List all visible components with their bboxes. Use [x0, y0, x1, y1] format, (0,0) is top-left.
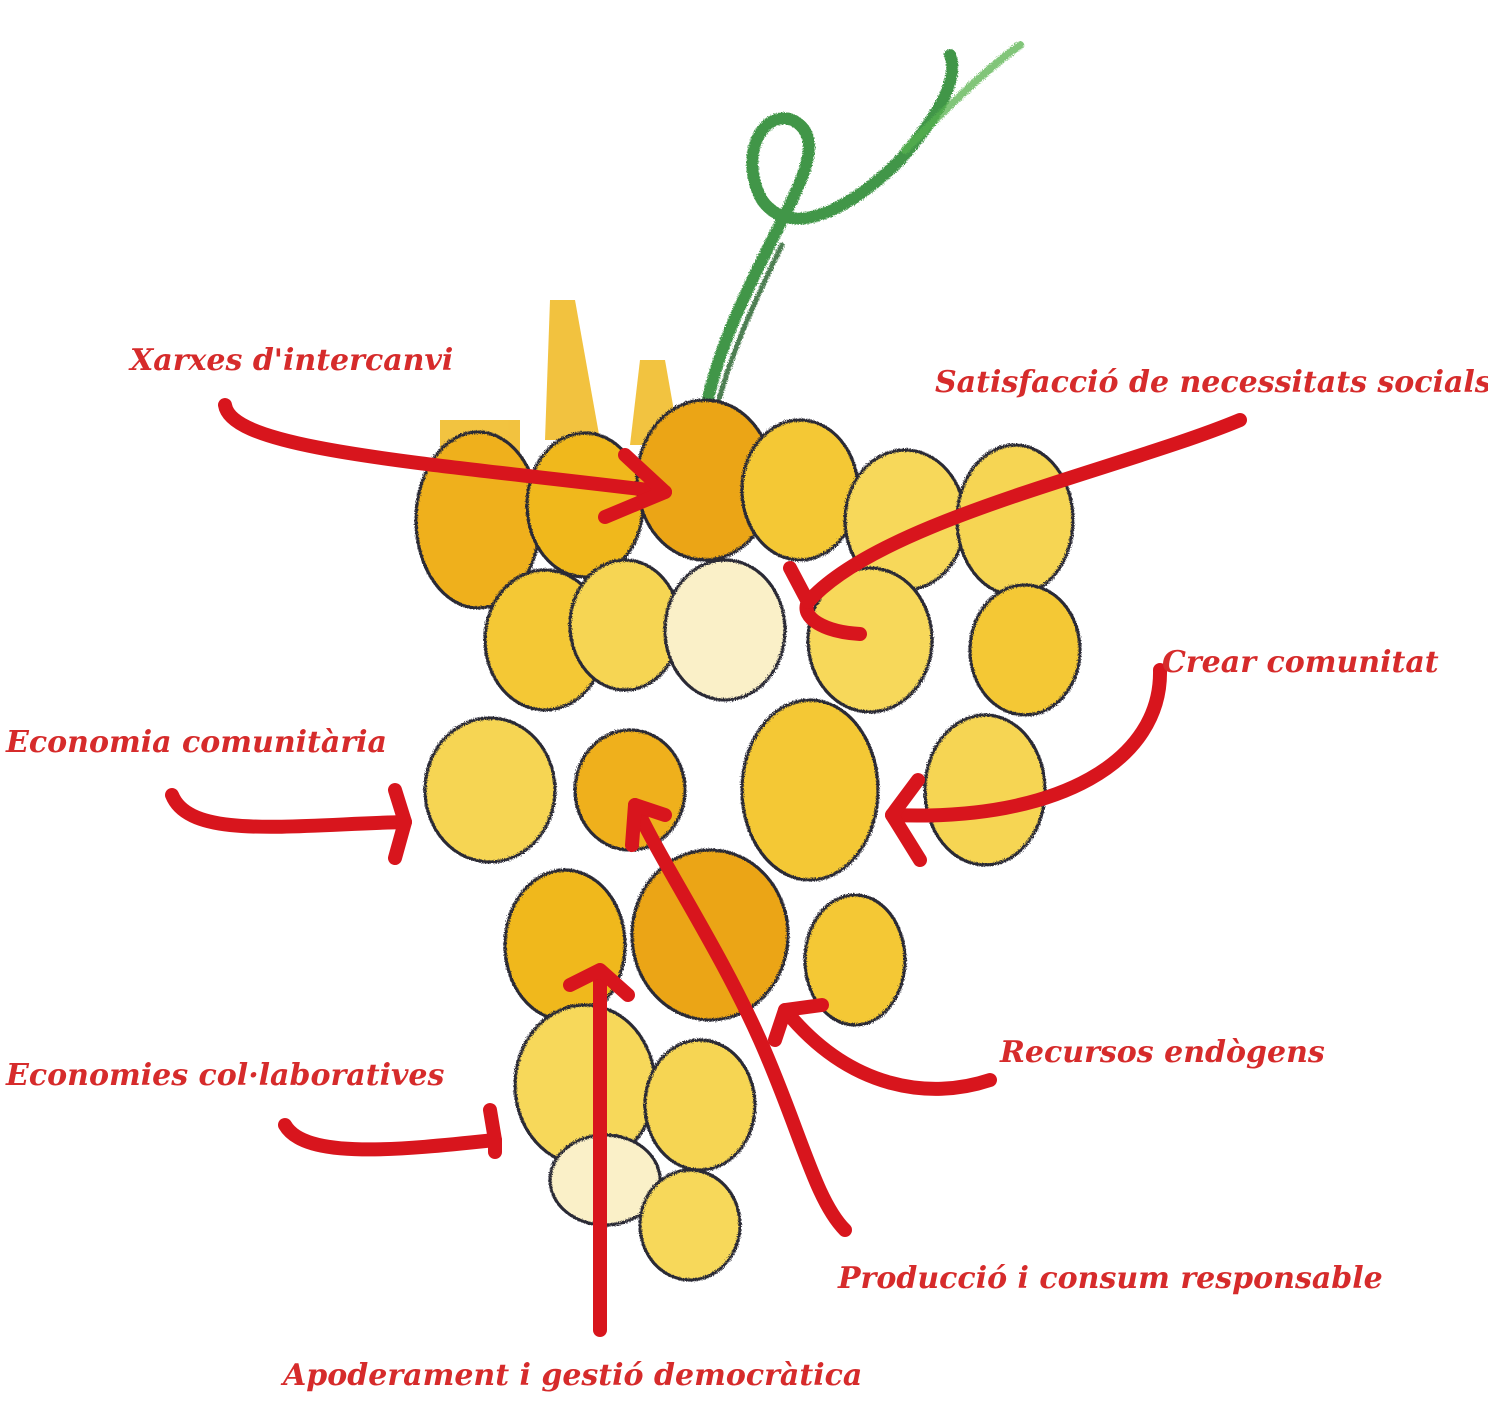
grape — [957, 445, 1073, 595]
label-recursos-endogens: Recursos endògens — [999, 1035, 1325, 1070]
grape — [742, 420, 858, 560]
grape — [570, 560, 680, 690]
grape — [665, 560, 785, 700]
grape — [640, 1170, 740, 1280]
label-economia-comunitaria: Economia comunitària — [5, 725, 387, 760]
label-satisfaccio-necessitats: Satisfacció de necessitats socials — [935, 365, 1488, 400]
arrow-economies-head — [490, 1110, 495, 1152]
label-crear-comunitat: Crear comunitat — [1162, 645, 1439, 680]
grape — [925, 715, 1045, 865]
label-produccio-consum: Producció i consum responsable — [837, 1261, 1383, 1296]
grape — [425, 718, 555, 862]
grape — [742, 700, 878, 880]
label-apoderament-gestio: Apoderament i gestió democràtica — [280, 1358, 862, 1393]
label-xarxes-intercanvi: Xarxes d'intercanvi — [128, 343, 453, 378]
grape — [970, 585, 1080, 715]
label-economies-collaboratives: Economies col·laboratives — [5, 1058, 444, 1093]
grape — [645, 1040, 755, 1170]
